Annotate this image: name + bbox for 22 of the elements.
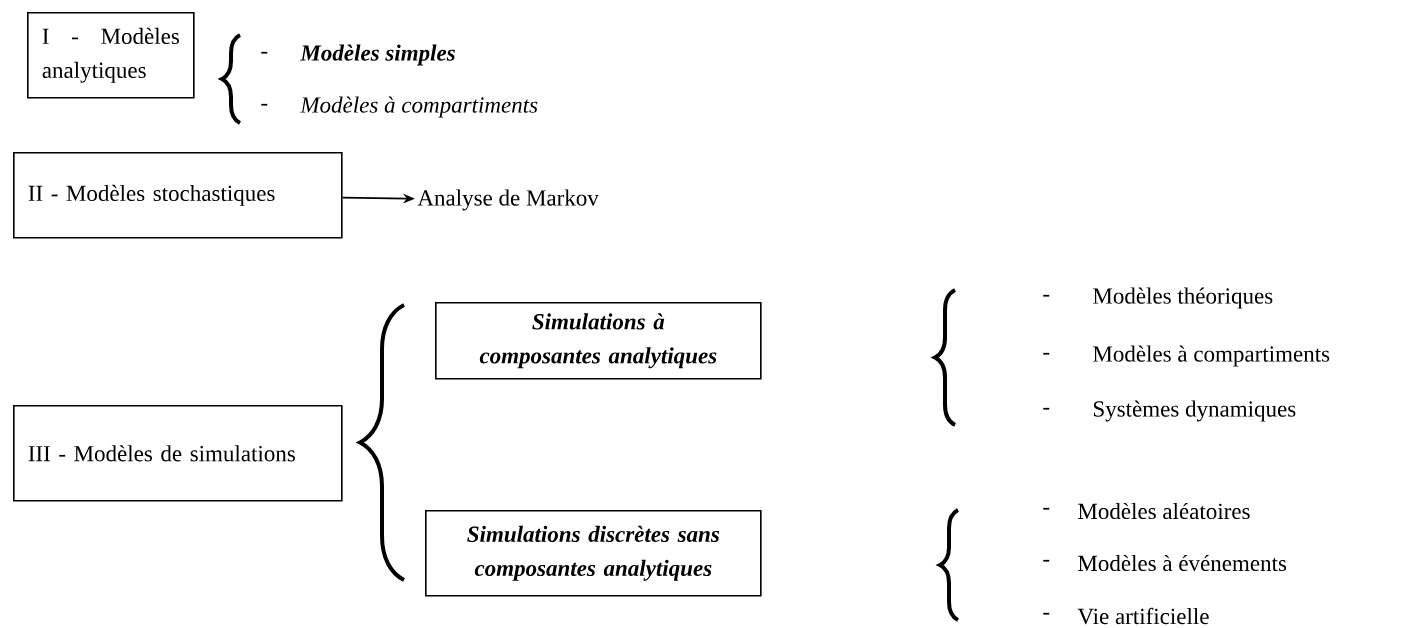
category-box: Simulations discrètes sans composantes analytiques	[425, 510, 762, 597]
category-box: Simulations à composantes analytiques	[435, 302, 762, 380]
list-item: Modèles à compartiments	[1093, 345, 1330, 367]
bullet-dash: -	[1043, 407, 1050, 410]
list-item: Modèles théoriques	[1093, 287, 1273, 309]
bullet-dash: -	[1043, 507, 1050, 510]
bullet-dash: -	[1043, 559, 1050, 562]
list-item: Modèles à événements	[1078, 554, 1287, 572]
category-box: II - Modèles stochastiques	[13, 152, 343, 239]
list-item: Systèmes dynamiques	[1093, 400, 1296, 422]
category-box: I - Modèles analytiques	[27, 12, 195, 99]
bullet-dash: -	[1043, 294, 1050, 297]
list-item: Modèles simples	[300, 44, 455, 66]
method-text: Analyse de Markov	[417, 189, 599, 211]
list-item: Modèles à compartiments	[300, 96, 538, 118]
bullet-dash: -	[261, 51, 268, 54]
category-box: III - Modèles de simulations	[13, 405, 343, 502]
list-item: Modèles aléatoires	[1078, 502, 1250, 520]
bullet-dash: -	[1043, 612, 1050, 615]
list-item: Vie artificielle	[1077, 607, 1209, 625]
bullet-dash: -	[261, 103, 268, 106]
bullet-dash: -	[1043, 352, 1050, 355]
